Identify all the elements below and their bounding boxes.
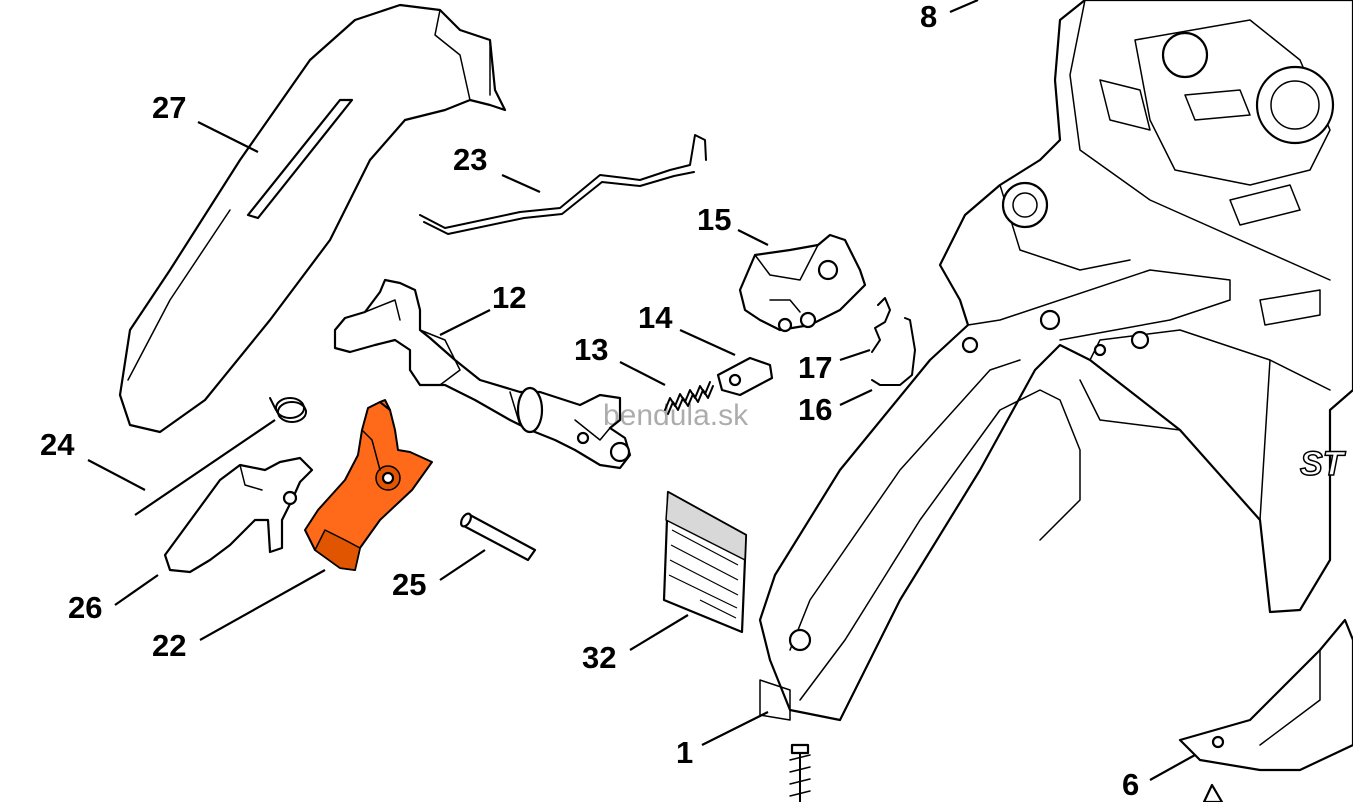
callout-12[interactable]: 12 bbox=[492, 280, 526, 315]
callout-6[interactable]: 6 bbox=[1122, 767, 1139, 802]
wire-rod[interactable] bbox=[419, 134, 707, 235]
rear-handle-housing[interactable]: ST bbox=[758, 0, 1353, 722]
callout-8[interactable]: 8 bbox=[920, 0, 937, 34]
choke-shaft[interactable] bbox=[333, 278, 632, 470]
compression-spring[interactable] bbox=[664, 381, 714, 415]
interlock-lever[interactable] bbox=[163, 456, 314, 574]
anti-vibration-plate[interactable] bbox=[1178, 618, 1353, 802]
pin[interactable] bbox=[459, 512, 537, 562]
callout-24[interactable]: 24 bbox=[40, 427, 75, 462]
callout-22[interactable]: 22 bbox=[152, 628, 186, 663]
torsion-spring[interactable] bbox=[269, 397, 307, 423]
slider[interactable] bbox=[716, 356, 774, 397]
callout-1[interactable]: 1 bbox=[676, 735, 693, 770]
contact-spring[interactable] bbox=[871, 297, 891, 353]
callout-27[interactable]: 27 bbox=[152, 90, 186, 125]
brand-marking: ST bbox=[1300, 445, 1347, 483]
callout-32[interactable]: 32 bbox=[582, 640, 616, 675]
callout-16[interactable]: 16 bbox=[798, 392, 832, 427]
callout-23[interactable]: 23 bbox=[453, 142, 487, 177]
callout-15[interactable]: 15 bbox=[697, 202, 731, 237]
handle-bar[interactable] bbox=[118, 3, 507, 434]
watermark: bendula.sk bbox=[603, 399, 749, 432]
leader-lines bbox=[87, 121, 1196, 781]
callout-14[interactable]: 14 bbox=[638, 300, 673, 335]
callouts: 27 23 15 12 14 13 17 16 24 26 22 25 32 1… bbox=[40, 0, 1139, 802]
switch-housing[interactable] bbox=[738, 233, 867, 333]
callout-25[interactable]: 25 bbox=[392, 567, 426, 602]
shroud-reference bbox=[949, 0, 979, 14]
housing-screw bbox=[789, 743, 811, 802]
callout-26[interactable]: 26 bbox=[68, 590, 102, 625]
callout-17[interactable]: 17 bbox=[798, 350, 832, 385]
instruction-label[interactable] bbox=[662, 490, 748, 634]
throttle-trigger[interactable] bbox=[304, 399, 433, 571]
callout-13[interactable]: 13 bbox=[574, 332, 608, 367]
ground-wire[interactable] bbox=[871, 317, 916, 386]
